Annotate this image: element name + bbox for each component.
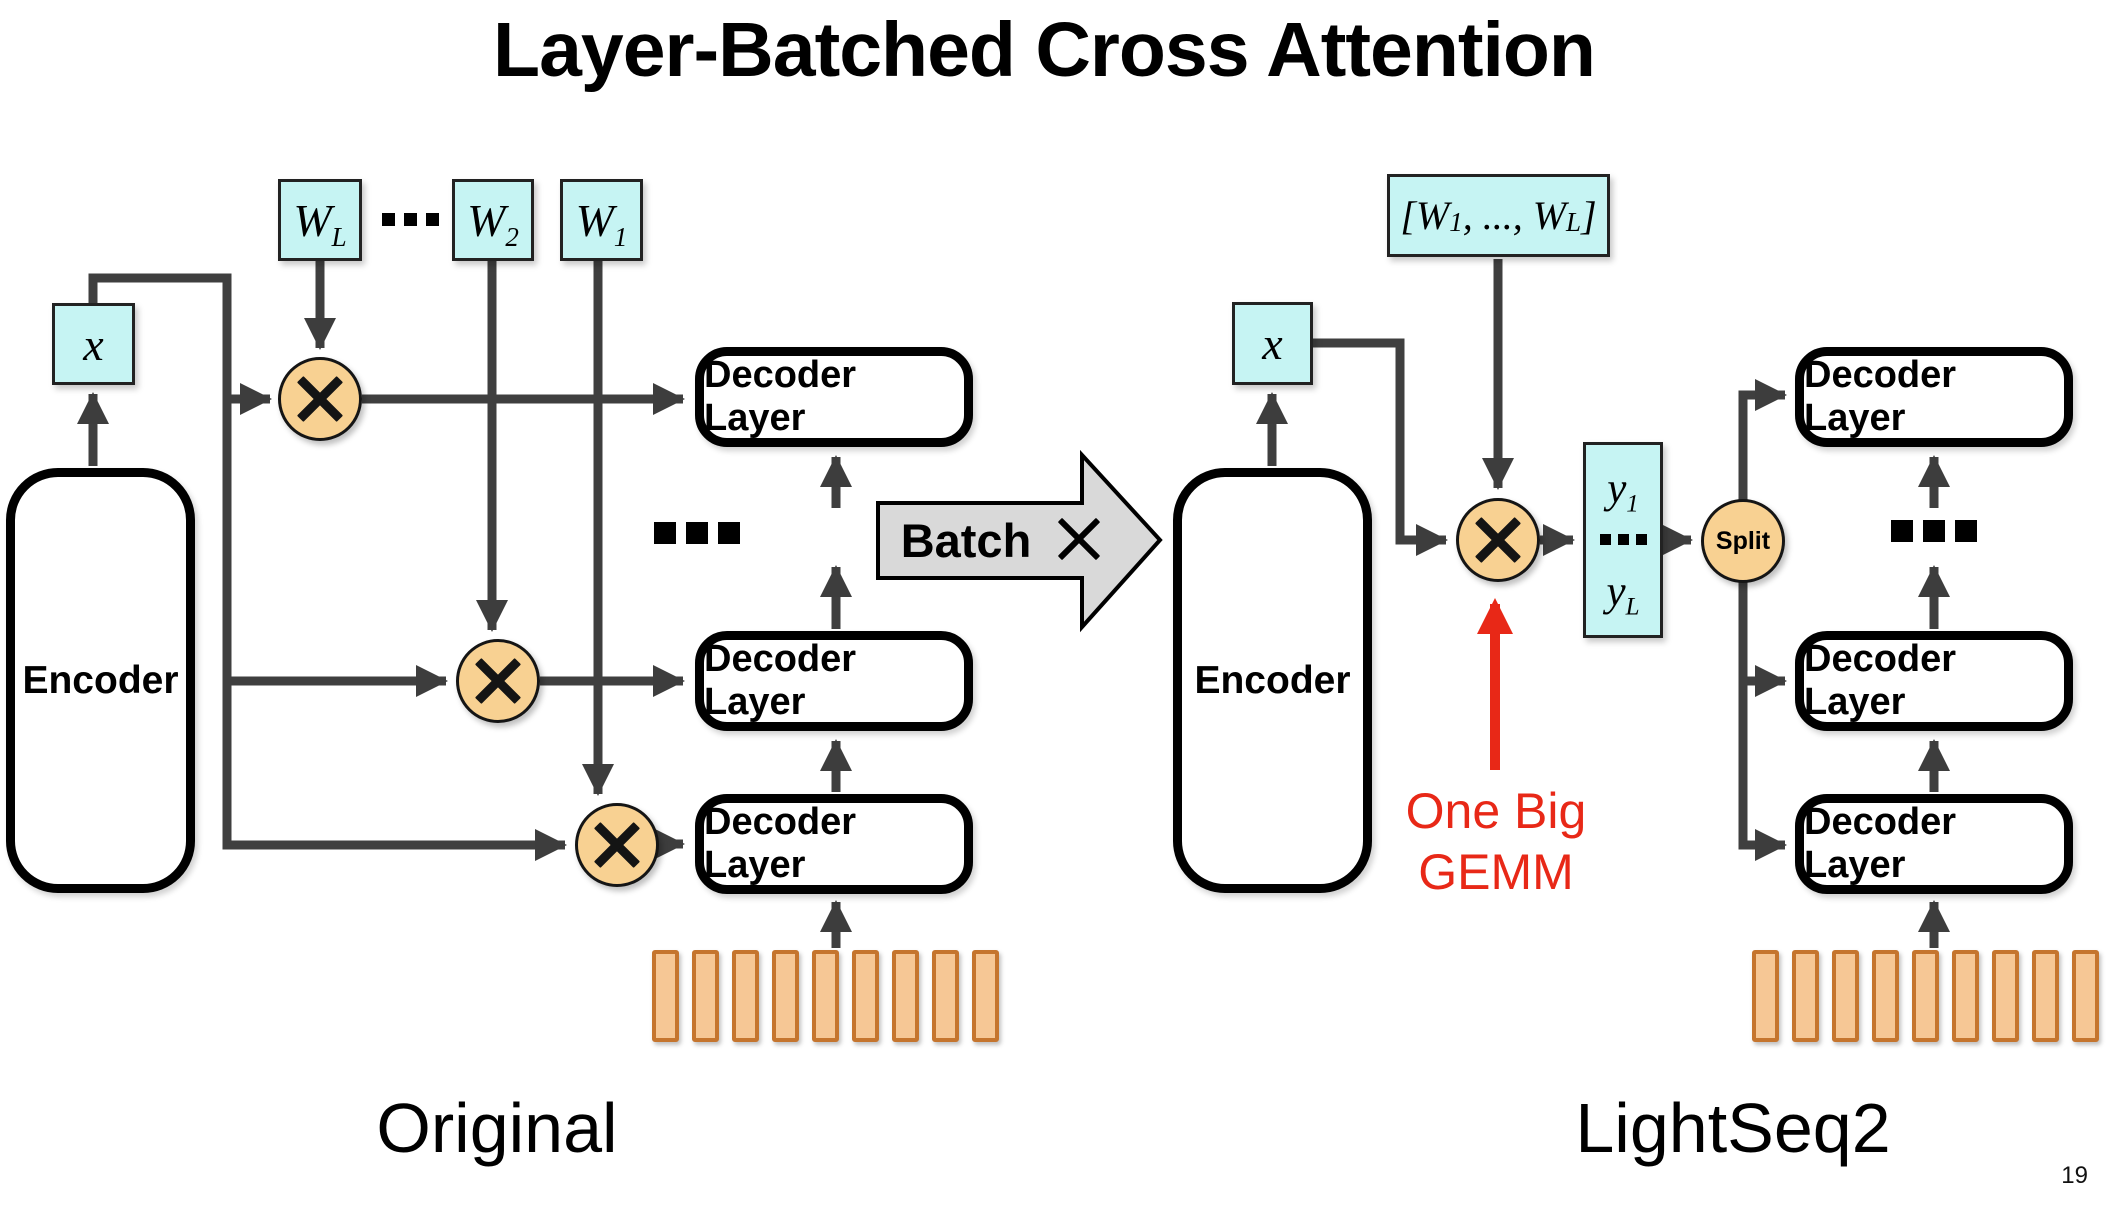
- left-token-bars: [652, 950, 999, 1042]
- y-ellipsis-icon: [1599, 534, 1647, 546]
- split-node: Split: [1701, 499, 1785, 583]
- multiply-icon: [293, 372, 347, 426]
- decoder-label: Decoder Layer: [704, 801, 857, 886]
- left-encoder-box: Encoder: [6, 468, 195, 893]
- weight-label: W1: [575, 194, 628, 252]
- right-encoder-box: Encoder: [1173, 468, 1372, 893]
- left-caption: Original: [376, 1089, 618, 1167]
- yl-label: yL: [1606, 568, 1640, 621]
- output-y-box: y1 yL: [1583, 442, 1663, 638]
- multiply-node-2: [456, 639, 540, 723]
- arrow-split-to-decoder1: [1738, 379, 1787, 541]
- decoder-label: Decoder Layer: [704, 638, 857, 723]
- right-decoder-layer-3: Decoder Layer: [1795, 794, 2073, 894]
- weight-box-wl: WL: [278, 179, 362, 261]
- weights-ellipsis-icon: [382, 213, 439, 226]
- right-decoder-layer-1: Decoder Layer: [1795, 347, 2073, 447]
- line-left-x-branch-trunk: [88, 273, 567, 861]
- encoder-label: Encoder: [22, 658, 179, 702]
- note-line-2: GEMM: [1418, 844, 1574, 900]
- left-stack-ellipsis-icon: [654, 522, 740, 544]
- right-decoder-layer-2: Decoder Layer: [1795, 631, 2073, 731]
- page-number: 19: [2061, 1162, 2088, 1189]
- arrow-split-to-decoder3: [1738, 541, 1787, 861]
- split-label: Split: [1715, 526, 1771, 555]
- weight-label: W2: [467, 194, 519, 252]
- right-input-x-box: x: [1232, 302, 1313, 385]
- big-multiply-node: [1456, 498, 1540, 582]
- decoder-label: Decoder Layer: [1804, 638, 1957, 723]
- note-line-1: One Big: [1405, 783, 1587, 839]
- batch-multiply-icon: [1053, 513, 1105, 565]
- right-stack-ellipsis-icon: [1891, 520, 1977, 542]
- input-label: x: [1262, 318, 1283, 369]
- batch-transform-arrow: [876, 449, 1163, 633]
- decoder-label: Decoder Layer: [1804, 801, 1957, 886]
- line-right-x-elbow-to-multiply: [1313, 338, 1448, 556]
- slide-title: Layer-Batched Cross Attention: [493, 7, 1596, 93]
- left-decoder-layer-2: Decoder Layer: [695, 631, 973, 731]
- encoder-label: Encoder: [1194, 658, 1351, 702]
- multiply-icon: [1471, 513, 1525, 567]
- decoder-label: Decoder Layer: [704, 354, 857, 439]
- right-token-bars: [1752, 950, 2099, 1042]
- weight-box-w2: W2: [452, 179, 534, 261]
- left-decoder-layer-3: Decoder Layer: [695, 794, 973, 894]
- left-input-x-box: x: [52, 303, 135, 385]
- weight-box-w1: W1: [560, 179, 643, 261]
- weight-label: WL: [293, 194, 347, 252]
- batch-arrow-label: Batch: [900, 513, 1032, 567]
- multiply-node-3: [575, 803, 659, 887]
- multiply-icon: [590, 818, 644, 872]
- right-caption: LightSeq2: [1575, 1089, 1891, 1167]
- left-decoder-layer-1: Decoder Layer: [695, 347, 973, 447]
- multiply-icon: [471, 654, 525, 708]
- input-label: x: [83, 318, 104, 370]
- multiply-node-1: [278, 357, 362, 441]
- one-big-gemm-note: One Big GEMM: [1341, 781, 1651, 903]
- y1-label: y1: [1607, 464, 1639, 518]
- decoder-label: Decoder Layer: [1804, 354, 1957, 439]
